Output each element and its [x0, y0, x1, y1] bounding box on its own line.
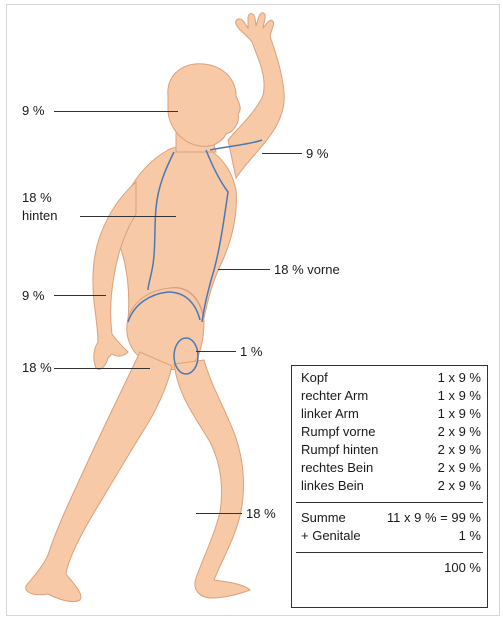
total-value: 100 %: [444, 560, 481, 575]
leader-genital: [196, 351, 236, 352]
table-row: linkes Bein 2 x 9 %: [301, 478, 481, 495]
label-right-arm: 9 %: [306, 146, 328, 162]
row-value: 1 x 9 %: [438, 406, 481, 421]
row-name: Rumpf hinten: [301, 442, 378, 457]
leader-front: [218, 269, 270, 270]
genital-value: 1 %: [459, 528, 481, 543]
table-row: Rumpf hinten 2 x 9 %: [301, 442, 481, 459]
label-genital: 1 %: [240, 344, 262, 360]
sum-row: Summe 11 x 9 % = 99 %: [301, 510, 481, 527]
leader-head: [54, 111, 178, 112]
leader-right-leg: [196, 513, 242, 514]
leader-left-leg: [54, 368, 150, 369]
table-row: linker Arm 1 x 9 %: [301, 406, 481, 423]
row-name: Rumpf vorne: [301, 424, 375, 439]
leader-back: [80, 216, 176, 217]
row-value: 2 x 9 %: [438, 442, 481, 457]
label-back-sub: hinten: [22, 208, 57, 224]
label-back: 18 %: [22, 190, 52, 206]
front-leg: [174, 360, 250, 598]
table-row: Rumpf vorne 2 x 9 %: [301, 424, 481, 441]
label-front: 18 % vorne: [274, 262, 340, 278]
table-row: rechtes Bein 2 x 9 %: [301, 460, 481, 477]
sum-label: Summe: [301, 510, 346, 525]
table-row: Kopf 1 x 9 %: [301, 370, 481, 387]
table-divider: [296, 502, 483, 503]
head: [168, 64, 240, 147]
label-right-leg: 18 %: [246, 506, 276, 522]
row-name: rechter Arm: [301, 388, 368, 403]
row-value: 1 x 9 %: [438, 370, 481, 385]
genital-label: + Genitale: [301, 528, 361, 543]
leader-right-arm: [262, 153, 302, 154]
row-value: 2 x 9 %: [438, 478, 481, 493]
row-value: 2 x 9 %: [438, 424, 481, 439]
row-name: Kopf: [301, 370, 328, 385]
table-divider: [296, 552, 483, 553]
row-name: linker Arm: [301, 406, 359, 421]
table-row: rechter Arm 1 x 9 %: [301, 388, 481, 405]
genital-row: + Genitale 1 %: [301, 528, 481, 545]
row-name: rechtes Bein: [301, 460, 373, 475]
leader-left-arm: [54, 295, 106, 296]
row-value: 2 x 9 %: [438, 460, 481, 475]
row-name: linkes Bein: [301, 478, 364, 493]
back-leg: [26, 352, 172, 602]
label-left-arm: 9 %: [22, 288, 44, 304]
label-left-leg: 18 %: [22, 360, 52, 376]
row-value: 1 x 9 %: [438, 388, 481, 403]
total-row: 100 %: [301, 560, 481, 577]
summary-table: Kopf 1 x 9 % rechter Arm 1 x 9 % linker …: [291, 365, 488, 608]
sum-value: 11 x 9 % = 99 %: [387, 510, 481, 525]
label-head: 9 %: [22, 103, 44, 119]
